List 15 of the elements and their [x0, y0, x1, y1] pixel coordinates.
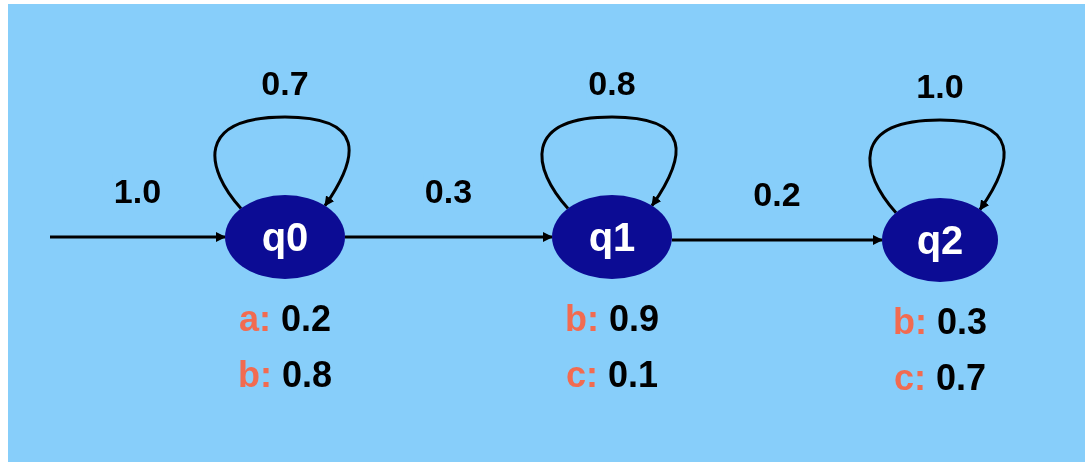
- arrow: [345, 232, 553, 242]
- emission-probability: b: 0.9: [565, 301, 659, 337]
- emission-probability: c: 0.1: [565, 357, 659, 393]
- emission-probability: b: 0.8: [238, 357, 332, 393]
- arrow: [672, 235, 883, 245]
- emission-probability: c: 0.7: [893, 360, 987, 396]
- state-ellipse: q0: [225, 195, 345, 279]
- emission-probability: a: 0.2: [238, 301, 332, 337]
- state-ellipse: q1: [552, 195, 672, 279]
- self-loop-arrow: [213, 115, 351, 210]
- self-loop-arrow: [868, 118, 1006, 214]
- state-ellipse: q2: [882, 198, 998, 282]
- arrow: [50, 232, 226, 242]
- emission-probability: b: 0.3: [893, 304, 987, 340]
- self-loop-arrow: [540, 115, 678, 210]
